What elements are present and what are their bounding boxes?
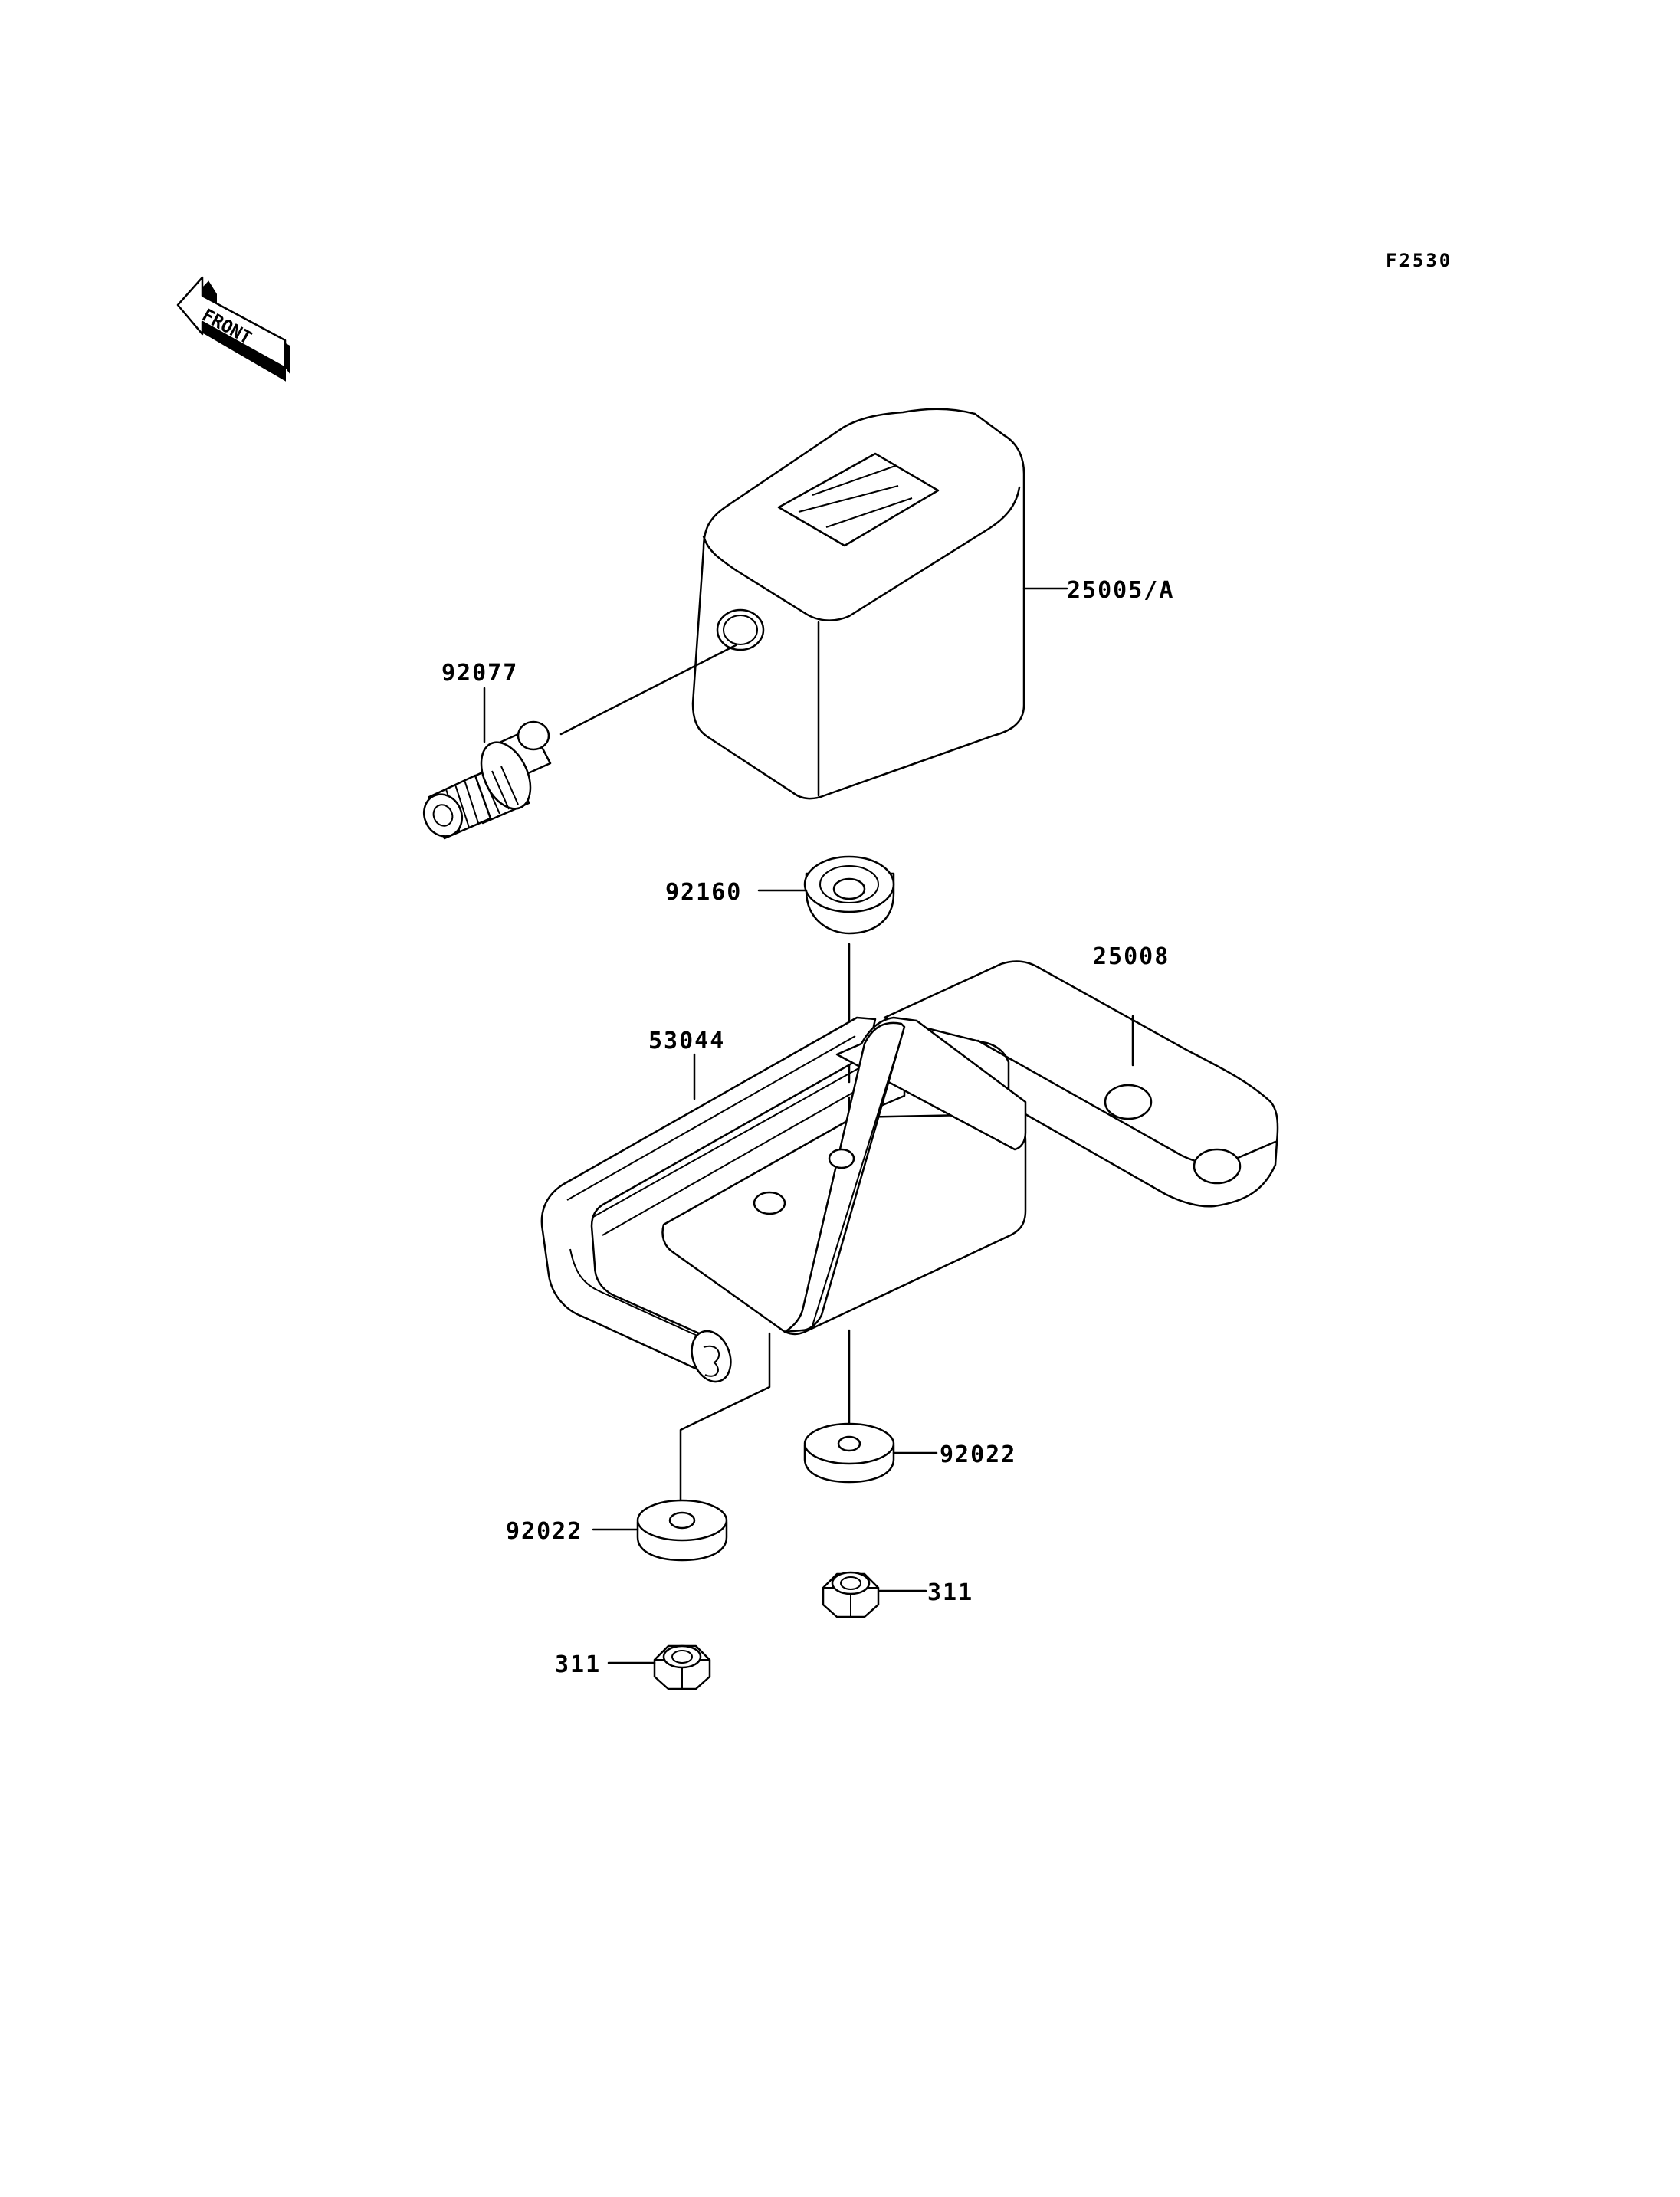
- label-311-left: 311: [555, 1651, 601, 1678]
- cable-fitting-92077: [422, 644, 737, 840]
- label-92022-left: 92022: [506, 1518, 582, 1545]
- label-25005a: 25005/A: [1067, 577, 1174, 604]
- label-92077: 92077: [441, 660, 518, 687]
- bracket-25008: [661, 960, 1279, 1336]
- cover-25005a: [691, 408, 1025, 800]
- label-92022-right: 92022: [940, 1441, 1016, 1468]
- grommet-92160: [803, 855, 895, 935]
- label-92160: 92160: [665, 879, 742, 906]
- washer-92022-right: [803, 1422, 895, 1484]
- front-arrow-icon: FRONT: [176, 276, 290, 382]
- diagram-code: F2530: [1386, 250, 1452, 271]
- label-53044: 53044: [648, 1028, 725, 1054]
- nut-311-left: [653, 1644, 711, 1690]
- label-311-right: 311: [927, 1579, 973, 1606]
- label-25008: 25008: [1093, 943, 1170, 970]
- nut-311-right: [822, 1571, 880, 1618]
- washer-92022-left: [636, 1499, 728, 1562]
